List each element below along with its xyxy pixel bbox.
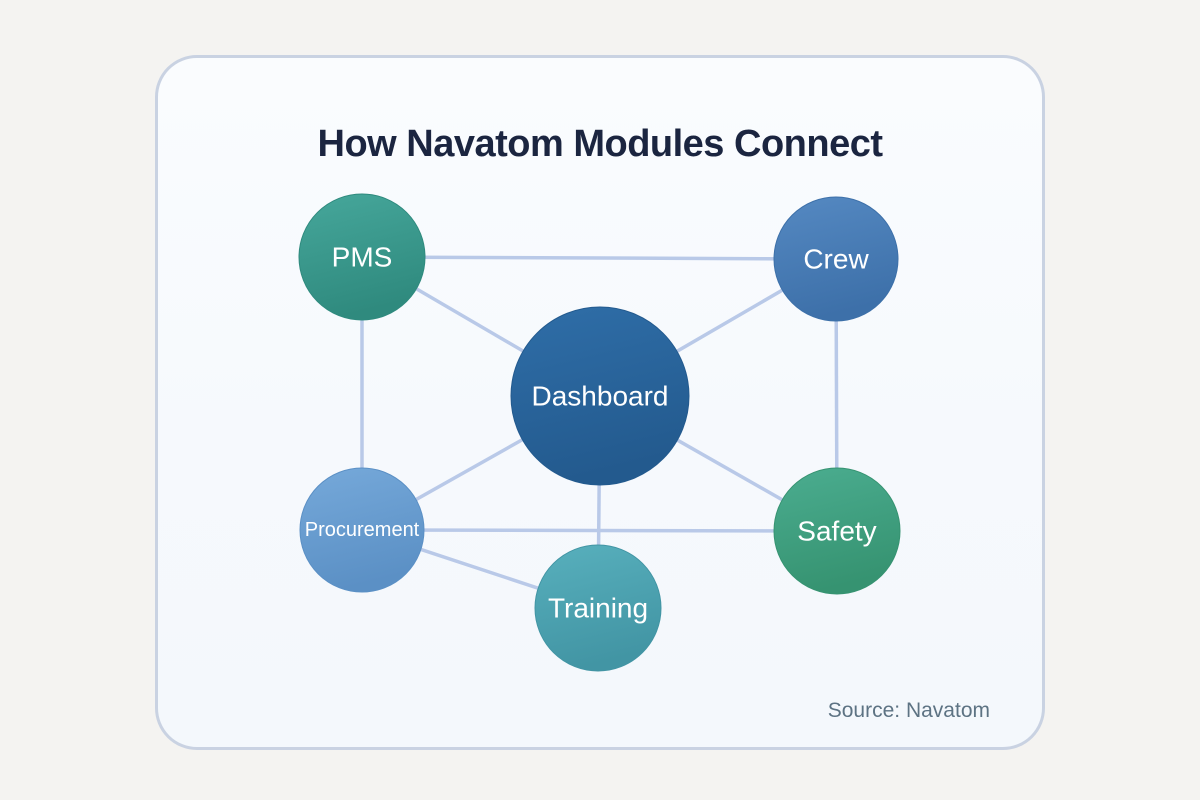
node-crew-label: Crew (803, 244, 869, 275)
node-dashboard-label: Dashboard (532, 381, 669, 412)
edge-pms-crew-line (361, 255, 837, 261)
node-training-label: Training (548, 593, 648, 624)
source-note: Source: Navatom (827, 699, 990, 722)
page-title: How Navatom Modules Connect (317, 123, 884, 166)
edge-procurement-safety-line (361, 528, 838, 533)
node-procurement-circle (299, 467, 425, 593)
node-safety-label: Safety (797, 516, 876, 547)
node-procurement-label: Procurement (305, 519, 420, 541)
node-dashboard-circle (510, 306, 690, 486)
node-training-circle (534, 544, 662, 672)
node-crew-circle (773, 196, 899, 322)
node-pms-circle (298, 193, 426, 321)
node-pms-label: PMS (332, 242, 393, 273)
node-safety-circle (773, 467, 901, 595)
